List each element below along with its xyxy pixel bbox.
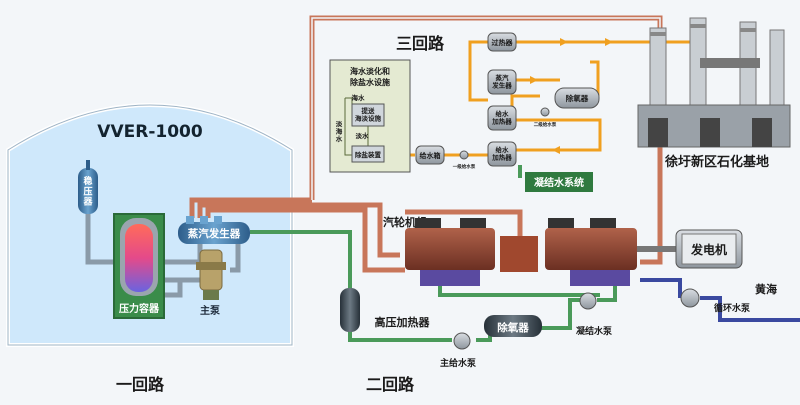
fresh-water-col-label: 淡海水 bbox=[335, 120, 343, 143]
condensate-pump bbox=[579, 292, 597, 310]
condensate-system bbox=[525, 172, 593, 192]
feed-tank bbox=[415, 145, 445, 165]
yellow-sea-label: 黄海 bbox=[755, 282, 777, 296]
feed-heater-a bbox=[487, 105, 517, 131]
generator-label: 发电机 bbox=[690, 242, 727, 257]
pressurizer bbox=[78, 160, 98, 214]
generator bbox=[675, 229, 743, 269]
steam-generator-2 bbox=[487, 69, 517, 95]
primary-loop-label: 一回路 bbox=[116, 375, 165, 394]
deaerator-2 bbox=[554, 87, 600, 109]
feed-pump-2-label: 二级给水泵 bbox=[534, 121, 557, 128]
tertiary-loop-label: 三回路 bbox=[396, 34, 445, 53]
feed-pump-1-label: 一级给水泵 bbox=[453, 163, 476, 170]
steam-gen2-label: 蒸汽发生器 bbox=[491, 73, 512, 89]
feed-pipes bbox=[250, 165, 617, 342]
feed-pump-2 bbox=[540, 107, 550, 117]
circulating-pump bbox=[680, 288, 700, 308]
feed-heater-b-label: 给水加热器 bbox=[491, 145, 512, 161]
deaerator-label: 除氧器 bbox=[497, 321, 529, 334]
desal-title-1: 海水淡化和 bbox=[350, 66, 390, 76]
pressurizer-label: 稳压器 bbox=[82, 175, 93, 208]
pressure-vessel-label: 压力容器 bbox=[119, 302, 160, 315]
feed-heater-b bbox=[487, 141, 517, 167]
sea-water-pipes bbox=[640, 278, 800, 322]
steam-generator bbox=[178, 216, 250, 244]
main-feed-pump bbox=[453, 332, 471, 350]
desal-unit-label: 提送海淡设施 bbox=[355, 106, 382, 122]
hp-heater-label: 高压加热器 bbox=[375, 315, 431, 329]
desal-title-2: 除盐水设施 bbox=[350, 77, 390, 87]
fresh-water-label: 淡水 bbox=[355, 131, 370, 140]
deaerator2-label: 除氧器 bbox=[566, 93, 589, 103]
petrochem-base-label: 徐圩新区石化基地 bbox=[664, 154, 769, 170]
demin-unit bbox=[351, 145, 385, 163]
feed-pump-1 bbox=[459, 150, 469, 160]
superheater bbox=[487, 32, 517, 52]
circ-pump-label: 循环水泵 bbox=[714, 302, 751, 314]
secondary-loop-label: 二回路 bbox=[366, 375, 415, 394]
condensate-system-label: 凝结水系统 bbox=[534, 176, 584, 189]
main-feed-pump-label: 主给水泵 bbox=[440, 357, 477, 369]
steam-generator-label: 蒸汽发生器 bbox=[188, 227, 241, 240]
seawater-label: 海水 bbox=[352, 93, 366, 102]
turbine-set bbox=[405, 218, 677, 286]
main-pump bbox=[196, 249, 226, 300]
reactor-title: VVER-1000 bbox=[97, 122, 203, 142]
desal-unit bbox=[351, 103, 385, 127]
hp-heater bbox=[340, 288, 360, 332]
feed-tank-label: 给水箱 bbox=[420, 151, 441, 160]
feed-heater-a-label: 给水加热器 bbox=[491, 109, 512, 125]
demin-unit-label: 除盐装置 bbox=[355, 150, 382, 159]
petrochemical-plant bbox=[637, 17, 791, 148]
condensate-pump-label: 凝结水泵 bbox=[576, 325, 613, 337]
pressure-vessel bbox=[120, 218, 158, 296]
main-pump-label: 主泵 bbox=[200, 304, 221, 317]
superheater-label: 过热器 bbox=[492, 38, 514, 47]
deaerator bbox=[484, 315, 542, 337]
